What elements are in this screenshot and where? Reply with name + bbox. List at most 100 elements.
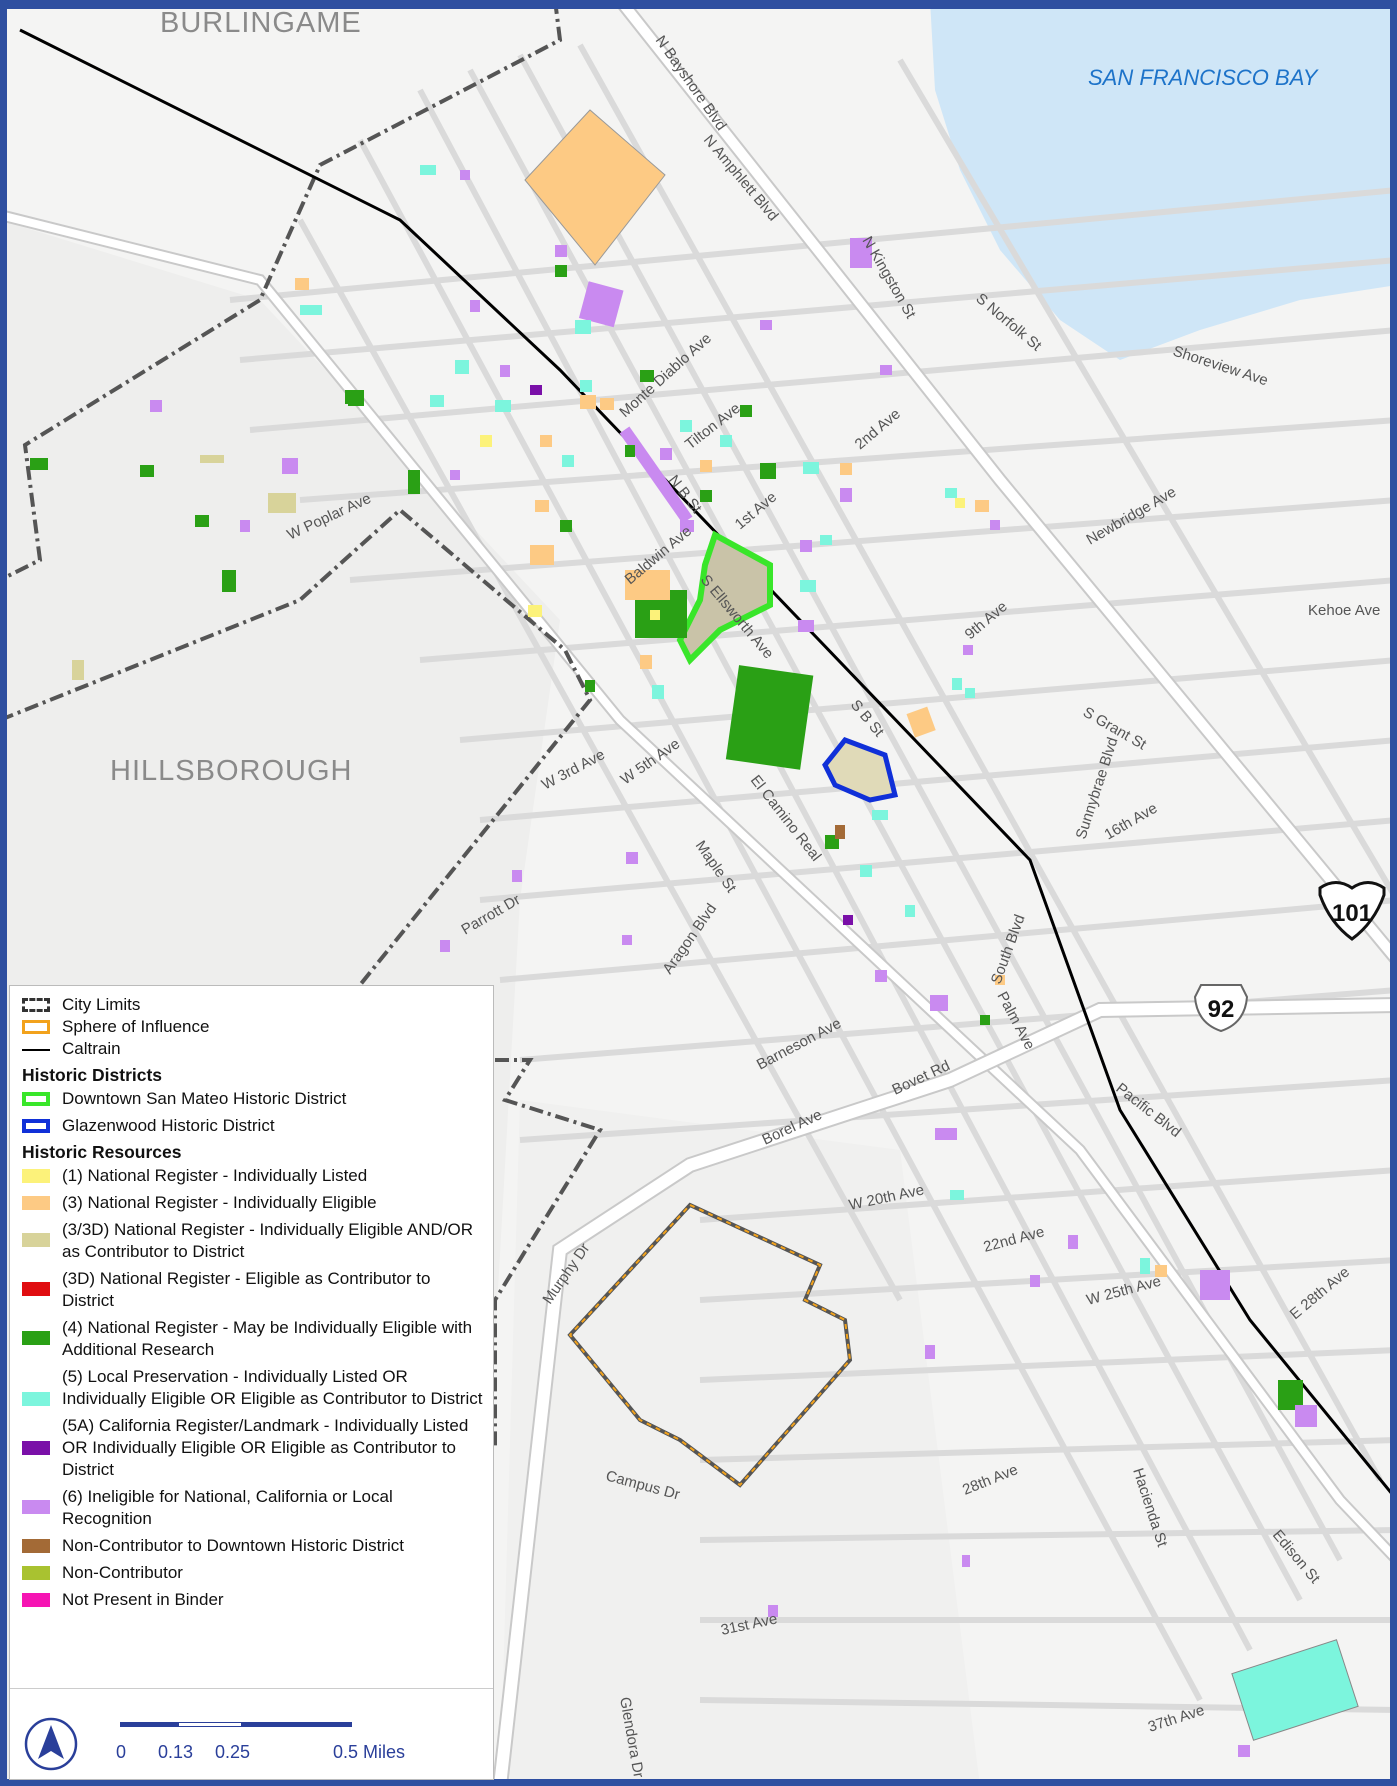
- downtown-district-swatch: [22, 1092, 50, 1106]
- parcel-orange-n1: [295, 278, 309, 290]
- parcel-green-n25: [625, 445, 635, 457]
- parcel-purple-n17: [800, 540, 812, 552]
- hillshade-area-south: [500, 1100, 980, 1786]
- legend-label: (1) National Register - Individually Lis…: [62, 1166, 368, 1185]
- parcel-green-n2: [555, 265, 567, 277]
- us-101-label: 101: [1332, 900, 1372, 927]
- legend-label: (5A) California Register/Landmark - Indi…: [62, 1416, 469, 1479]
- parcel-purple-6c: [512, 870, 522, 882]
- parcel-purple-5: [962, 1555, 970, 1567]
- parcel-cyan-s1: [860, 865, 872, 877]
- parcel-purple-n34: [990, 520, 1000, 530]
- legend-label: City Limits: [62, 995, 141, 1014]
- parcel-green-n16: [740, 405, 752, 417]
- parcel-cyan-n41: [965, 688, 975, 698]
- parcel-orange-n42: [995, 975, 1005, 985]
- scale-label-05: 0.5 Miles: [333, 1742, 406, 1762]
- parcel-purple-east: [1200, 1270, 1230, 1300]
- street-grid: [229, 43, 1397, 1713]
- sphere-of-influence-swatch: [22, 1020, 50, 1034]
- legend-heading-districts: Historic Districts: [22, 1065, 163, 1085]
- legend-resource-3: (3) National Register - Individually Eli…: [22, 1192, 483, 1214]
- parcel-tan-n28: [72, 660, 84, 680]
- legend-label: (4) National Register - May be Individua…: [62, 1318, 473, 1359]
- resource-swatch: [22, 1500, 50, 1514]
- parcel-tan: [268, 493, 296, 513]
- scale-label-025: 0.25: [215, 1742, 251, 1762]
- parcel-yellow: [650, 610, 660, 620]
- legend-label: Downtown San Mateo Historic District: [62, 1089, 347, 1108]
- legend-label: Sphere of Influence: [62, 1017, 210, 1036]
- parcel-orange-ncore: [840, 463, 852, 475]
- parcel-green-nw2: [30, 458, 48, 470]
- glazenwood-historic-district: [822, 737, 899, 803]
- historic-resource-parcels: [30, 109, 1359, 1757]
- parcel-orange-n5: [540, 435, 552, 447]
- parcel-cyan-n1: [420, 165, 436, 175]
- parcel-orange-n2: [580, 395, 596, 409]
- parcel-purple-n39: [963, 645, 973, 655]
- parcel-purple-n11: [660, 448, 672, 460]
- legend-label: (3) National Register - Individually Eli…: [62, 1193, 377, 1212]
- legend-caltrain: Caltrain: [22, 1038, 483, 1060]
- parcel-purple-n37: [880, 365, 892, 375]
- legend-resource-4: (4) National Register - May be Individua…: [22, 1317, 483, 1361]
- resource-swatch: [22, 1566, 50, 1580]
- parcel-purple-6e: [622, 935, 632, 945]
- parcel-cyan-n5: [495, 400, 511, 412]
- parcel-cyan-n15: [720, 435, 732, 447]
- parcel-cyan-n3: [430, 395, 444, 407]
- parcel-purple-n4: [500, 365, 510, 377]
- parcel-purple-1: [930, 995, 948, 1011]
- parcel-cyan-ncore: [803, 462, 819, 474]
- legend-resource-not-present: Not Present in Binder: [22, 1589, 483, 1611]
- parcel-cyan-n12: [680, 420, 692, 432]
- water-label-bay: SAN FRANCISCO BAY: [1088, 65, 1319, 90]
- legend-label: Not Present in Binder: [62, 1590, 224, 1609]
- legend-label: Non-Contributor: [62, 1563, 183, 1582]
- parcel-orange-n45: [1155, 1265, 1167, 1277]
- glazenwood-district-swatch: [22, 1119, 50, 1133]
- resource-swatch: [22, 1233, 50, 1247]
- parcel-yellow-n36: [955, 498, 965, 508]
- resource-swatch: [22, 1169, 50, 1183]
- map-legend: City Limits Sphere of Influence Caltrain…: [9, 985, 494, 1780]
- parcel-purple-w: [282, 458, 298, 474]
- resource-swatch: [22, 1282, 50, 1296]
- parcel-purple-2: [935, 1128, 957, 1140]
- legend-resource-3-3d: (3/3D) National Register - Individually …: [22, 1219, 483, 1263]
- resource-swatch: [22, 1441, 50, 1455]
- legend-label: (5) Local Preservation - Individually Li…: [62, 1367, 483, 1408]
- resource-swatch: [22, 1539, 50, 1553]
- parcel-purple-3: [1030, 1275, 1040, 1287]
- parcel-yellow-n24: [480, 435, 492, 447]
- street-kehoe: Kehoe Ave: [1308, 602, 1380, 619]
- legend-label: Glazenwood Historic District: [62, 1116, 275, 1135]
- parcel-purple-n44: [1068, 1235, 1078, 1249]
- parcel-cyan-n40: [952, 678, 962, 690]
- legend-label: Non-Contributor to Downtown Historic Dis…: [62, 1536, 404, 1555]
- parcel-purple-north: [850, 238, 872, 268]
- caltrain-line: [19, 28, 1397, 1501]
- ca-92-shield: 92: [1193, 984, 1249, 1033]
- parcel-orange-n32: [640, 655, 652, 669]
- parcel-green-n30: [585, 680, 595, 692]
- parcel-purple-n1: [460, 170, 470, 180]
- caltrain-swatch: [22, 1049, 50, 1051]
- parcel-cyan-n2: [575, 320, 591, 334]
- parcel-purple-6: [768, 1605, 778, 1617]
- sphere-of-influence-dash: [568, 1203, 852, 1487]
- parcel-purple-n14: [680, 520, 694, 532]
- parcel-green-n18: [700, 490, 712, 502]
- resource-swatch: [22, 1392, 50, 1406]
- city-limits-swatch: [22, 998, 50, 1012]
- parcel-orange-n21: [200, 455, 224, 463]
- parcel-purple-n46: [875, 970, 887, 982]
- legend-resource-1: (1) National Register - Individually Lis…: [22, 1165, 483, 1187]
- resource-swatch: [22, 1593, 50, 1607]
- legend-resource-non-contributor-downtown: Non-Contributor to Downtown Historic Dis…: [22, 1535, 483, 1557]
- parcel-purple-s1: [843, 915, 853, 925]
- parcel-orange-mid: [530, 545, 554, 565]
- city-limits: [0, 0, 604, 1450]
- parcel-green-ncore: [760, 463, 776, 479]
